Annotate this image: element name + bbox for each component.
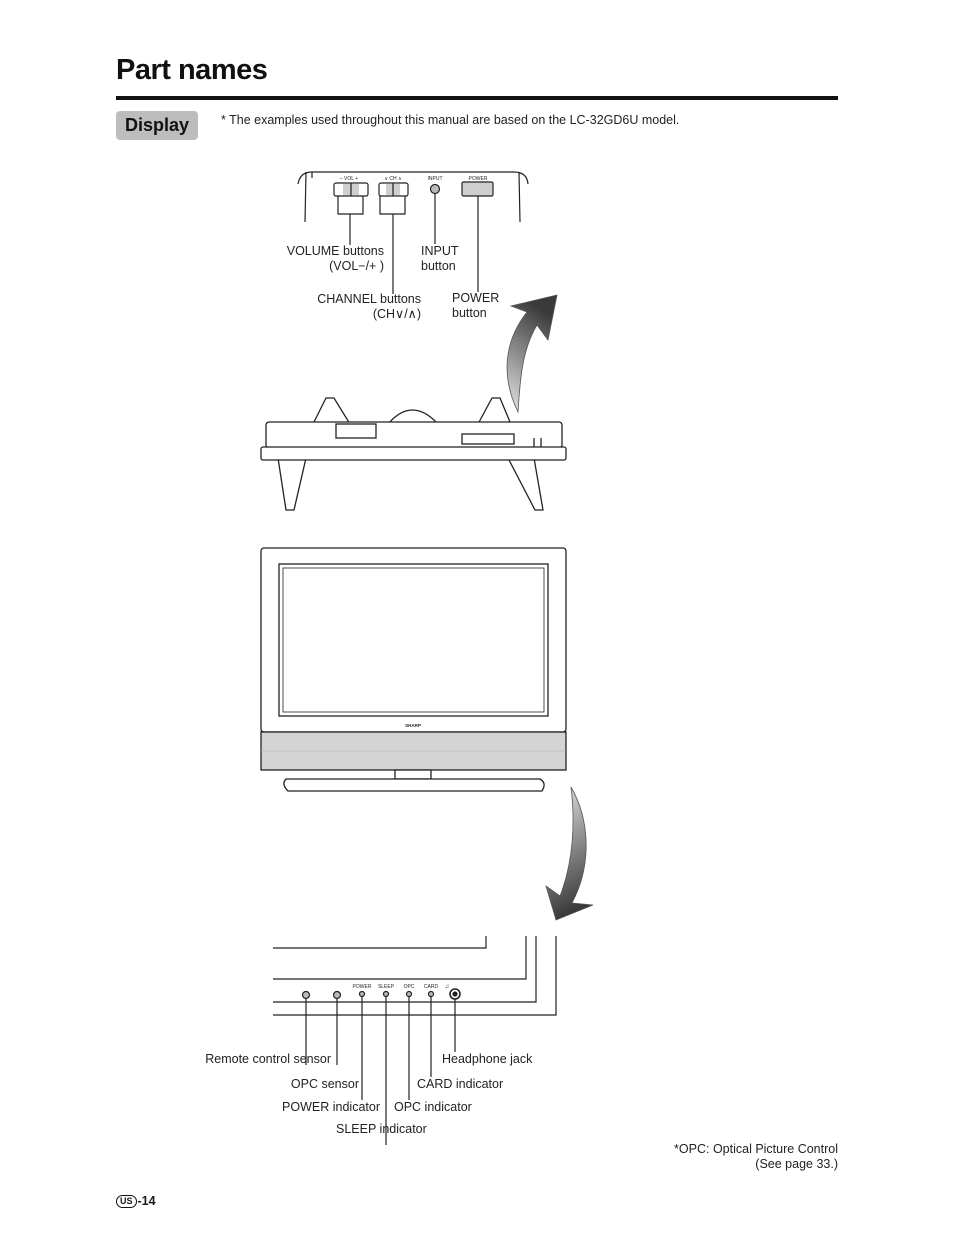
input-marking: INPUT [428,176,443,182]
power-label: POWER button [452,291,500,320]
region-badge: US [116,1195,137,1208]
input-label: INPUT button [421,244,459,273]
headphone-icon: ♫ [445,984,450,990]
opc-indicator-marking: OPC [404,984,415,990]
sleep-indicator-marking: SLEEP [378,984,395,990]
power-indicator-marking: POWER [353,984,372,990]
top-control-panel [297,171,529,294]
opc-indicator-label: OPC indicator [394,1100,472,1114]
section-tag: Display [116,111,198,140]
opc-sensor-label: OPC sensor [290,1077,359,1091]
volume-label: VOLUME buttons (VOL−/+ ) [286,244,384,273]
ch-marking: ∨ CH ∧ [384,176,402,182]
arrow-down-icon [545,786,594,921]
tv-front-view [260,547,567,792]
vol-marking: – VOL + [340,176,358,182]
card-indicator-label: CARD indicator [417,1077,504,1091]
remote-sensor-label: Remote control sensor [205,1052,331,1066]
title-rule [116,96,838,100]
page-title: Part names [116,54,268,86]
power-marking: POWER [469,176,488,182]
opc-footnote: *OPC: Optical Picture Control (See page … [674,1142,838,1171]
headphone-jack-label: Headphone jack [442,1052,533,1066]
model-note: * The examples used throughout this manu… [221,113,680,127]
arrow-up-icon [506,294,558,414]
front-panel-closeup [273,936,557,1145]
power-indicator-label: POWER indicator [282,1100,380,1114]
brand-logo: SHARP [405,723,421,728]
sleep-indicator-label: SLEEP indicator [336,1122,427,1136]
card-indicator-marking: CARD [424,984,439,990]
page-number: US-14 [116,1194,156,1208]
channel-label: CHANNEL buttons (CH∨/∧) [317,292,421,321]
tv-top-view [260,397,567,511]
ch-marking-text: CH [389,176,397,182]
